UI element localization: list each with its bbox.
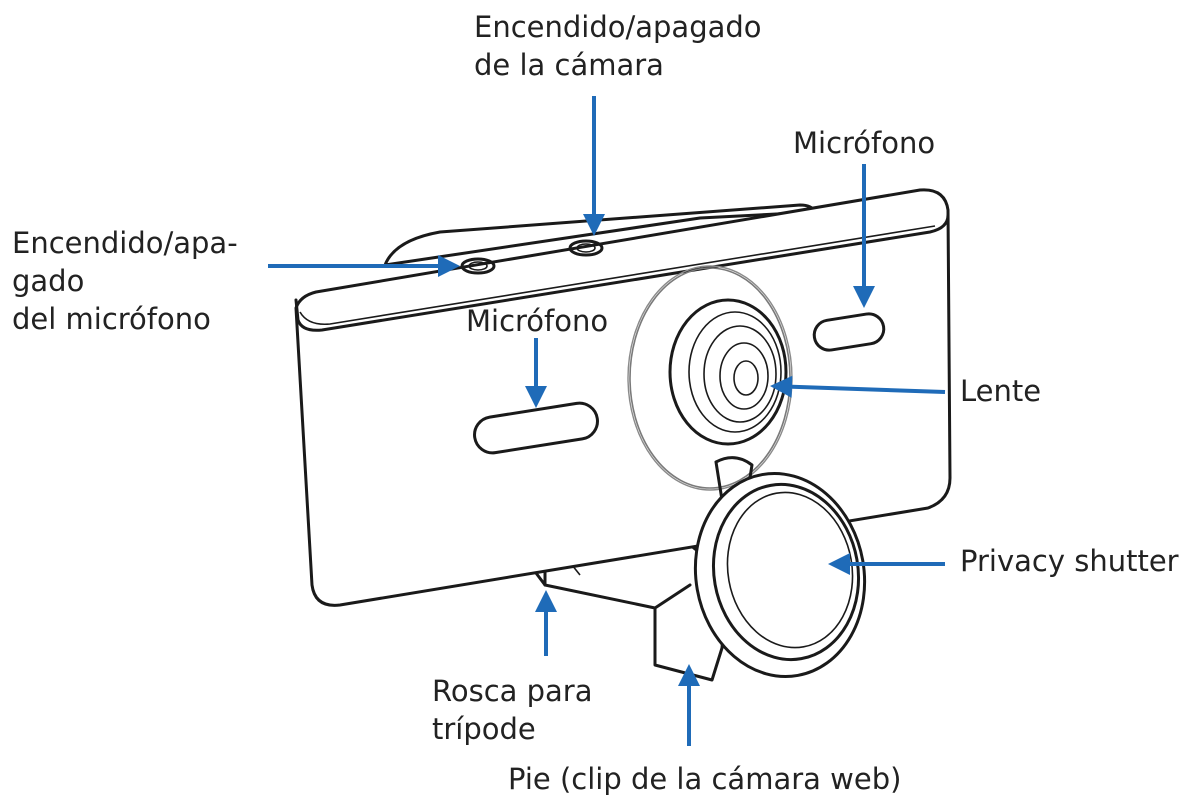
- label-line: Privacy shutter: [960, 544, 1179, 578]
- arrow-lens-head: [770, 375, 793, 398]
- label-line: Encendido/apagado: [474, 10, 762, 44]
- label-line: Encendido/apa-: [12, 226, 238, 260]
- callout-arrows: [268, 96, 946, 746]
- arrow-mic-power-head: [438, 255, 460, 277]
- front-mic-slot: [473, 401, 599, 455]
- label-privacy-shutter: Privacy shutter: [960, 542, 1179, 580]
- lens-assembly: [627, 265, 793, 491]
- privacy-shutter-disc: [693, 471, 867, 679]
- mic-power-button: [460, 257, 496, 275]
- label-microphone-front: Micrófono: [466, 302, 608, 340]
- label-line: Rosca para: [432, 674, 593, 708]
- label-line: gado: [12, 264, 85, 298]
- label-line: Micrófono: [793, 126, 936, 160]
- label-tripod-thread: Rosca para trípode: [432, 672, 593, 748]
- label-line: del micrófono: [12, 302, 211, 336]
- label-foot-clip: Pie (clip de la cámara web): [508, 760, 901, 798]
- camera-power-button: [568, 239, 604, 257]
- label-lens: Lente: [960, 372, 1041, 410]
- label-mic-power: Encendido/apa- gado del micrófono: [12, 224, 238, 338]
- label-line: de la cámara: [474, 48, 664, 82]
- arrow-camera-power-head: [583, 214, 605, 236]
- arrow-lens: [791, 384, 946, 394]
- arrow-privacy-shutter-head: [828, 553, 850, 575]
- arrow-foot-clip-head: [678, 664, 700, 686]
- label-camera-power: Encendido/apagado de la cámara: [474, 8, 762, 84]
- label-line: Lente: [960, 374, 1042, 408]
- arrow-tripod-thread-head: [535, 590, 557, 612]
- label-line: Pie (clip de la cámara web): [508, 762, 902, 796]
- label-microphone-top-right: Micrófono: [793, 124, 935, 162]
- right-mic-slot: [812, 312, 886, 352]
- arrow-mic-top-right-head: [853, 286, 875, 308]
- arrow-mic-front-head: [525, 386, 547, 408]
- label-line: Micrófono: [466, 304, 609, 338]
- label-line: trípode: [432, 712, 536, 746]
- shutter-strap: [714, 456, 754, 502]
